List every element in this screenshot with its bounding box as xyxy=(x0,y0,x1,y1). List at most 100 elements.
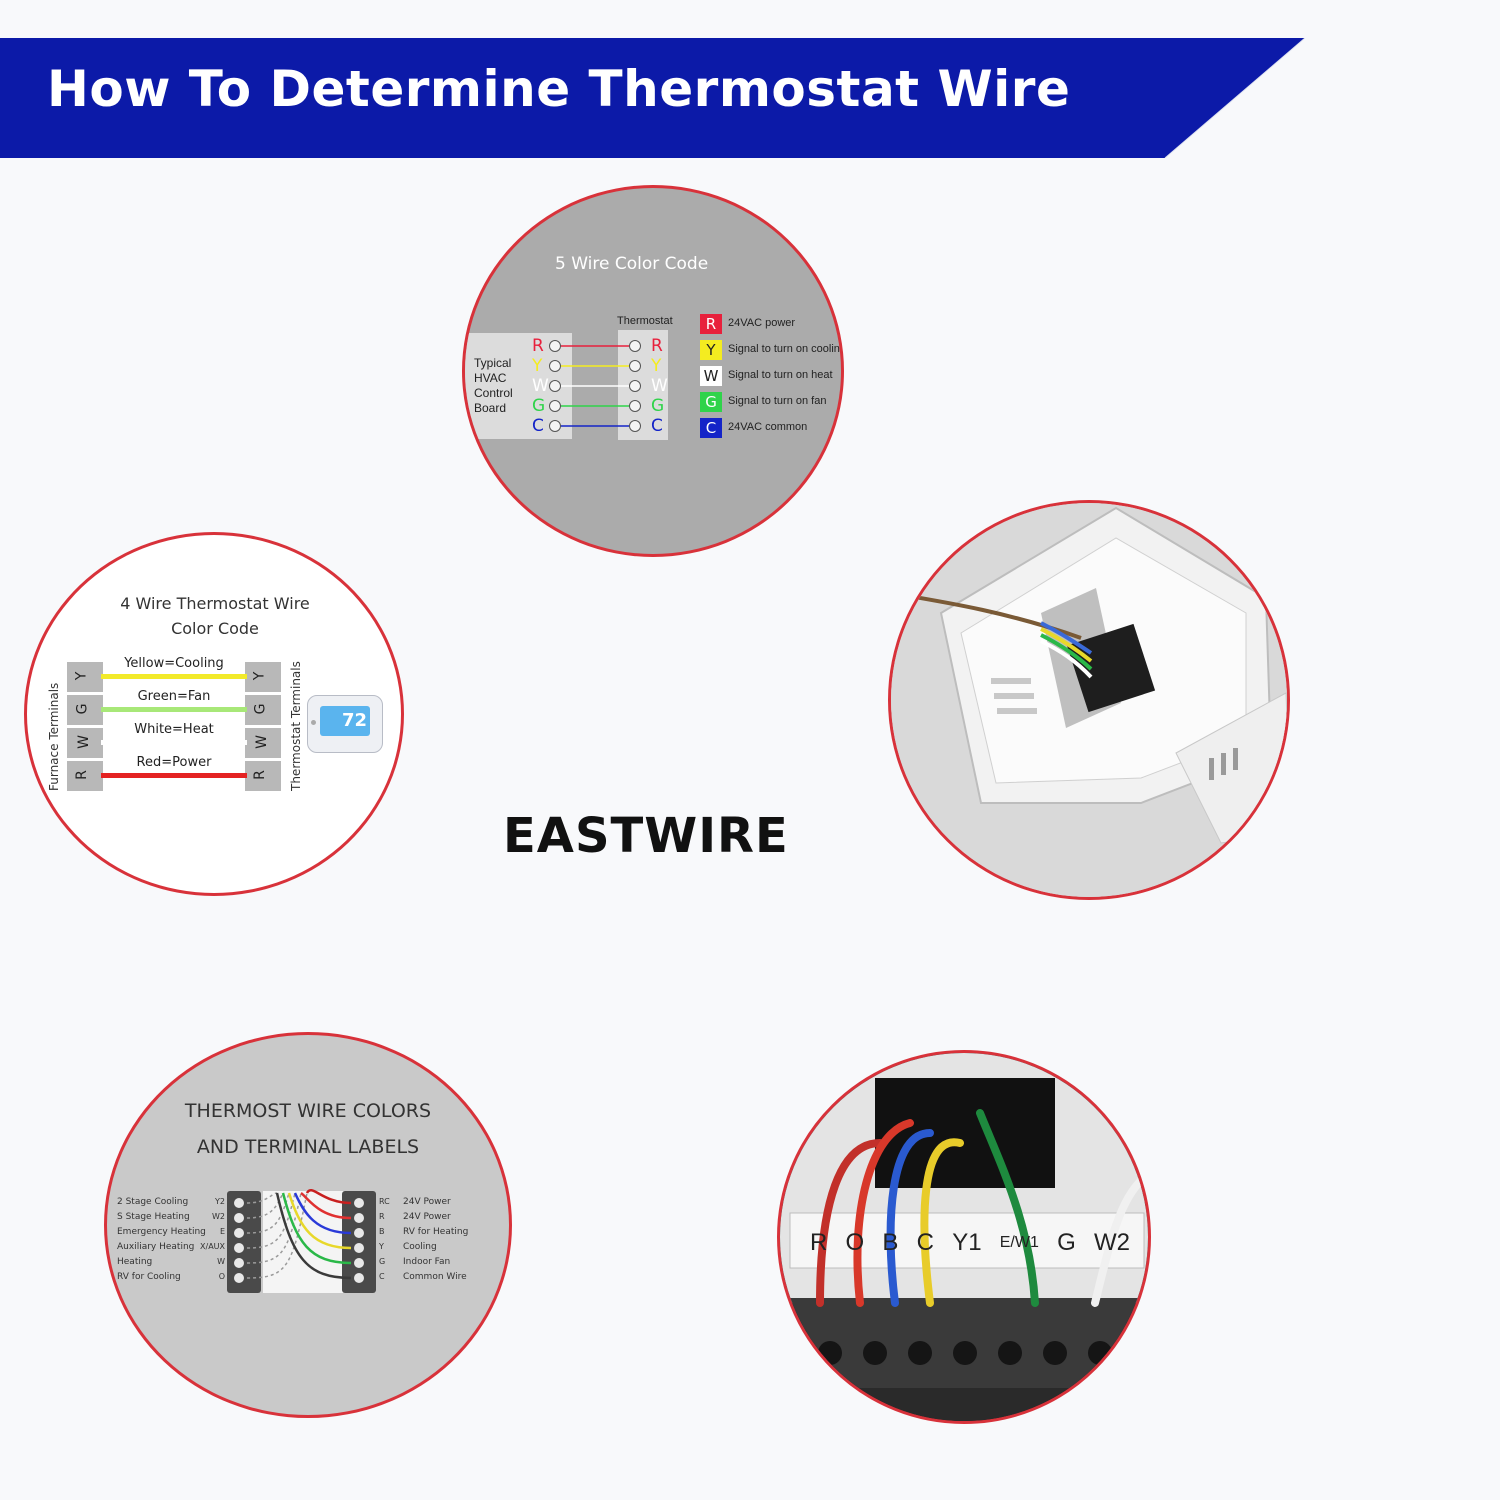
left-terminal-desc: 2 Stage Cooling xyxy=(117,1197,189,1207)
left-terminal-strip xyxy=(227,1191,261,1293)
furnace-axis-label: Furnace Terminals xyxy=(47,682,61,791)
colored-wire xyxy=(281,1192,352,1265)
right-terminal-code: C xyxy=(379,1272,385,1281)
wire-line xyxy=(101,674,247,679)
colored-wire xyxy=(300,1191,352,1220)
legend-swatch: G xyxy=(700,392,722,412)
terminal-screw xyxy=(549,420,561,432)
thermostat-base-photo xyxy=(888,500,1290,900)
thermostat-temperature: 72 xyxy=(342,710,368,731)
wire-line xyxy=(101,773,247,778)
left-terminal-code: O xyxy=(218,1272,225,1281)
left-terminal-code: W xyxy=(217,1257,225,1266)
terminal-letter: G xyxy=(74,703,91,715)
terminal-screw xyxy=(549,400,561,412)
right-screw xyxy=(354,1258,364,1268)
four-wire-title: 4 Wire Thermostat Wire Color Code xyxy=(120,594,310,638)
right-terminal-code: RC xyxy=(379,1197,390,1206)
terminal-letter: W xyxy=(75,735,92,749)
terminal-letter: G xyxy=(252,703,269,715)
terminal-letter: Y xyxy=(251,671,268,681)
terminal-letter-right: Y xyxy=(651,356,662,376)
terminal-screw xyxy=(629,380,641,392)
terminal-letter-right: R xyxy=(651,336,663,356)
thermostat-block xyxy=(618,330,668,440)
right-terminal-desc: Cooling xyxy=(403,1242,437,1252)
thermostat-label: Thermostat xyxy=(617,315,673,327)
terminal-block-left: Y xyxy=(67,662,103,692)
unused-wire xyxy=(246,1192,296,1249)
legend-description: 24VAC common xyxy=(728,421,808,433)
unused-wire xyxy=(246,1192,284,1219)
legend-description: Signal to turn on fan xyxy=(728,395,827,407)
right-terminal-code: Y xyxy=(379,1242,384,1251)
photo-terminal-label: E/W1 xyxy=(999,1234,1039,1251)
left-screw xyxy=(234,1258,244,1268)
left-terminal-desc: Heating xyxy=(117,1257,153,1267)
terminal-letter-left: Y xyxy=(532,356,543,376)
terminal-labels-title: THERMOST WIRE COLORS AND TERMINAL LABELS xyxy=(184,1100,432,1158)
banner-shape xyxy=(0,38,1305,158)
thermostat-base-illustration xyxy=(891,503,1287,897)
terminal-screw xyxy=(549,360,561,372)
wiring-lines xyxy=(549,340,641,432)
photo-terminal-label: Y1 xyxy=(952,1229,982,1256)
terminal-letter-left: G xyxy=(532,396,546,416)
legend-swatch: C xyxy=(700,418,722,438)
right-terminal-code: G xyxy=(379,1257,386,1266)
right-screw xyxy=(354,1243,364,1253)
terminal-letter-left: R xyxy=(532,336,544,356)
terminal-screw xyxy=(629,340,641,352)
right-terminal-desc: 24V Power xyxy=(403,1197,451,1207)
terminal-block-left: G xyxy=(67,695,103,725)
thermostat-axis-label: Thermostat Terminals xyxy=(289,661,303,791)
unused-wire xyxy=(246,1192,278,1204)
terminal-letter-left: W xyxy=(532,376,549,396)
thermostat-button xyxy=(311,720,316,725)
wire-line xyxy=(101,707,247,712)
terminal-letter: R xyxy=(251,770,268,780)
left-screw xyxy=(234,1198,244,1208)
unused-wire xyxy=(246,1192,308,1279)
terminal-photo-illustration xyxy=(780,1053,1148,1421)
five-wire-title: 5 Wire Color Code xyxy=(555,254,709,274)
terminal-block-right: R xyxy=(245,761,281,791)
legend-description: 24VAC power xyxy=(728,317,796,329)
terminal-screw xyxy=(629,360,641,372)
terminal-block-left: R xyxy=(67,761,103,791)
right-terminal-desc: Indoor Fan xyxy=(403,1257,451,1267)
right-terminal-code: R xyxy=(379,1212,385,1221)
terminal-block-right: W xyxy=(245,728,281,758)
right-screw xyxy=(354,1228,364,1238)
board-label: Typical HVAC Control Board xyxy=(474,356,513,415)
right-terminal-desc: 24V Power xyxy=(403,1212,451,1222)
wire-line xyxy=(101,740,247,745)
legend-swatch: W xyxy=(700,366,722,386)
legend-description: Signal to turn on cooling xyxy=(728,343,844,355)
left-screw xyxy=(234,1273,244,1283)
terminal-block-left: W xyxy=(67,728,103,758)
terminal-wires xyxy=(234,1189,364,1283)
right-terminal-desc: Common Wire xyxy=(403,1272,467,1282)
left-screw xyxy=(234,1243,244,1253)
left-terminal-code: X/AUX xyxy=(200,1242,225,1251)
photo-terminal-label: B xyxy=(882,1229,899,1256)
terminal-letter: R xyxy=(73,770,90,780)
left-terminal-desc: S Stage Heating xyxy=(117,1212,190,1222)
terminal-screw xyxy=(549,380,561,392)
page-title: How To Determine Thermostat Wire xyxy=(47,60,1071,118)
colored-wire xyxy=(293,1192,352,1235)
colored-wire xyxy=(275,1192,352,1280)
left-terminal-desc: RV for Cooling xyxy=(117,1272,181,1282)
left-terminal-desc: Emergency Heating xyxy=(117,1227,206,1237)
legend-swatch: Y xyxy=(700,340,722,360)
terminal-screw xyxy=(549,340,561,352)
brand-name: EASTWIRE xyxy=(503,808,789,864)
terminal-letter-right: W xyxy=(651,376,668,396)
legend-description: Signal to turn on heat xyxy=(728,369,833,381)
left-screw xyxy=(234,1228,244,1238)
thermostat-device: 72 xyxy=(307,695,383,753)
left-terminal-desc: Auxiliary Heating xyxy=(117,1242,195,1252)
terminal-letter: W xyxy=(253,735,270,749)
